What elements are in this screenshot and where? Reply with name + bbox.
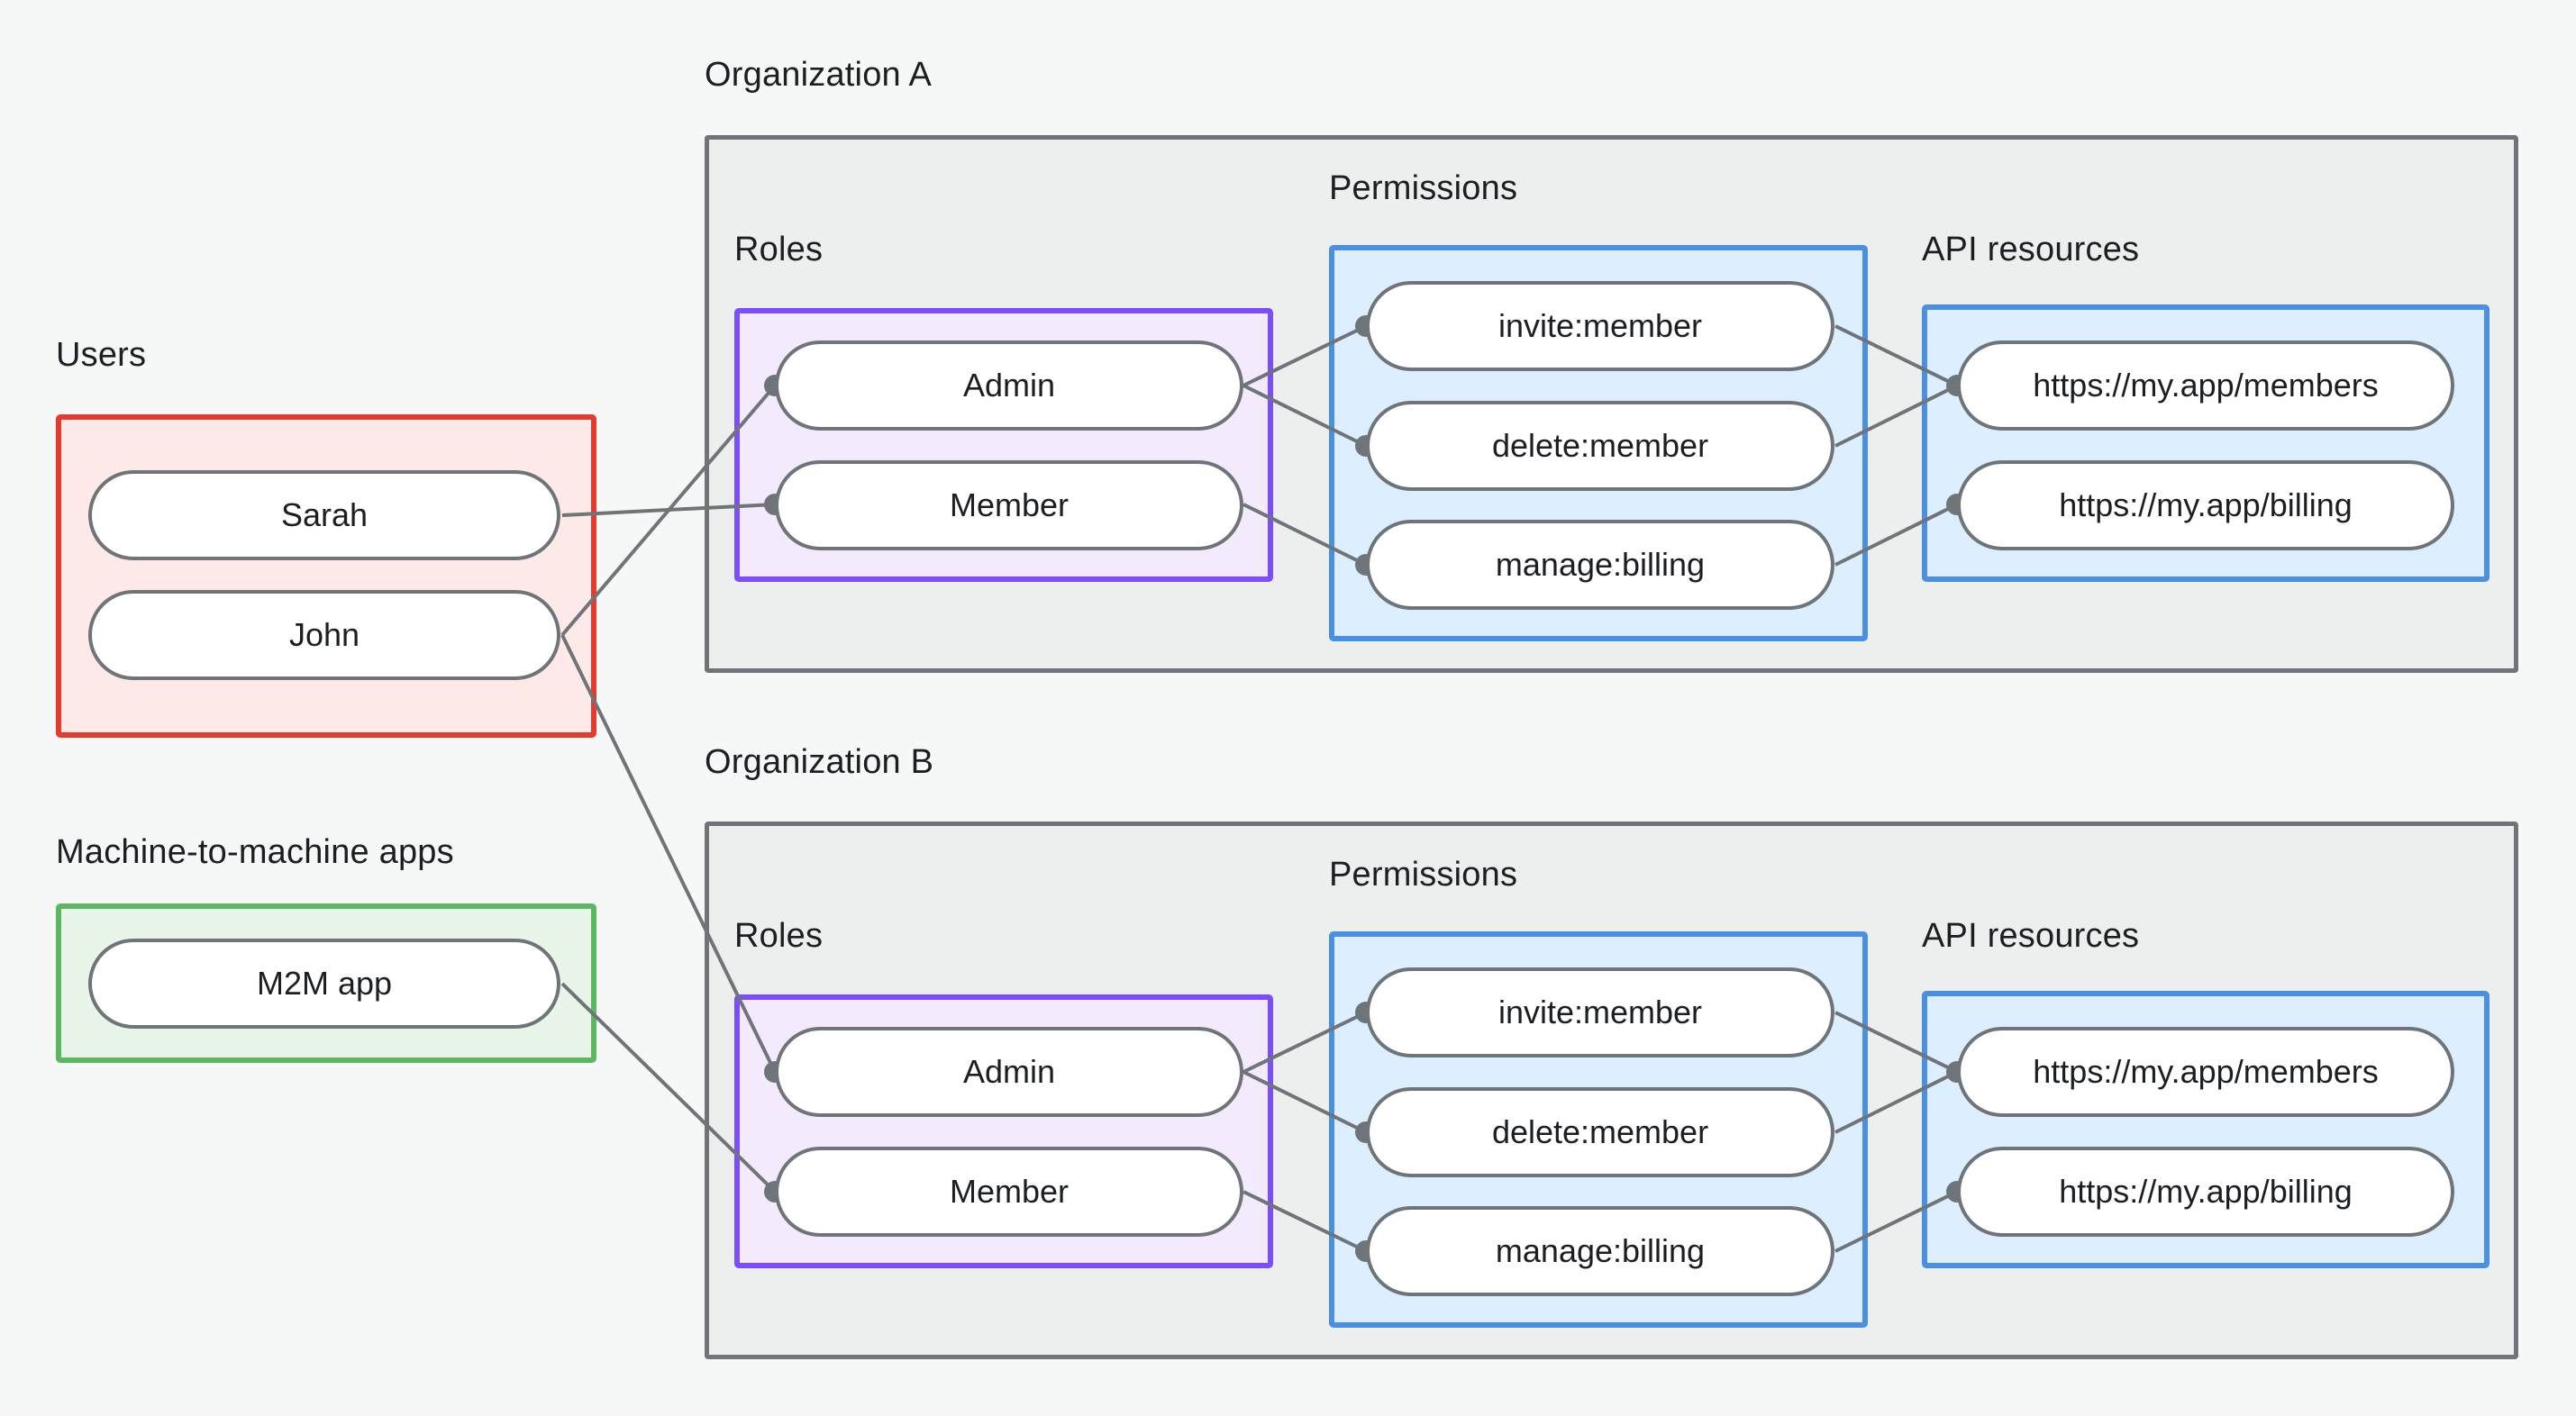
org-b-permission-delete-member[interactable]: delete:member [1366,1087,1834,1177]
m2m-group-label: Machine-to-machine apps [56,833,454,871]
org-b-permission-invite-member[interactable]: invite:member [1366,967,1834,1057]
org-b-label: Organization B [705,743,934,781]
org-a-permissions-label: Permissions [1329,169,1518,207]
user-node-john[interactable]: John [88,590,560,680]
org-a-role-member[interactable]: Member [775,460,1243,550]
org-b-permission-manage-billing[interactable]: manage:billing [1366,1206,1834,1296]
org-a-permission-manage-billing[interactable]: manage:billing [1366,520,1834,610]
org-b-role-member[interactable]: Member [775,1147,1243,1237]
org-a-api-resource-billing[interactable]: https://my.app/billing [1957,460,2454,550]
org-b-api-resources-label: API resources [1922,917,2140,955]
org-a-roles-label: Roles [734,231,824,268]
m2m-node-app[interactable]: M2M app [88,939,560,1029]
users-group-label: Users [56,336,147,374]
org-a-label: Organization A [705,56,933,94]
org-b-role-admin[interactable]: Admin [775,1027,1243,1117]
org-b-permissions-label: Permissions [1329,856,1518,894]
org-b-api-resource-members[interactable]: https://my.app/members [1957,1027,2454,1117]
org-a-role-admin[interactable]: Admin [775,340,1243,431]
org-a-permission-delete-member[interactable]: delete:member [1366,401,1834,491]
users-container [56,414,596,738]
org-a-permission-invite-member[interactable]: invite:member [1366,281,1834,371]
org-b-roles-label: Roles [734,917,824,955]
org-b-api-resource-billing[interactable]: https://my.app/billing [1957,1147,2454,1237]
org-a-api-resources-label: API resources [1922,231,2140,268]
user-node-sarah[interactable]: Sarah [88,470,560,560]
org-a-api-resource-members[interactable]: https://my.app/members [1957,340,2454,431]
